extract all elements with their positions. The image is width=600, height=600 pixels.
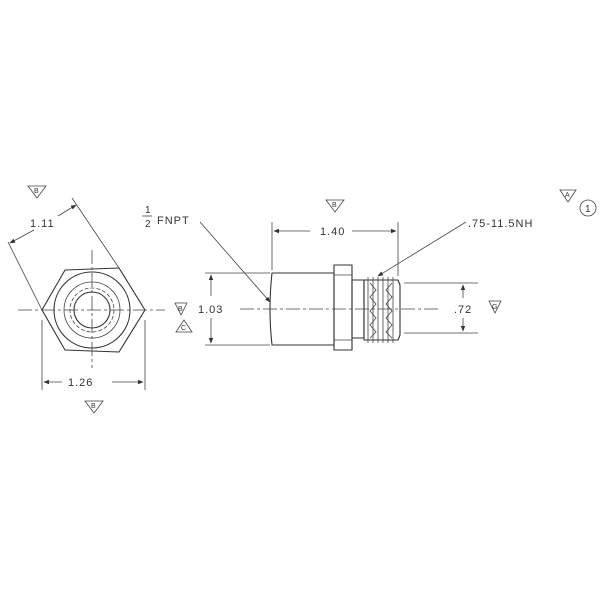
svg-text:B: B	[91, 403, 96, 410]
fnpt-leader	[199, 221, 271, 303]
fnpt-denominator: 2	[145, 219, 151, 230]
svg-text:A: A	[565, 192, 570, 199]
svg-text:B: B	[178, 306, 183, 313]
dim-length: 1.40	[320, 226, 345, 238]
fnpt-note: FNPT	[157, 215, 190, 227]
flag-g-right: G	[488, 300, 502, 314]
fnpt-numerator: 1	[145, 205, 151, 216]
threaded-end-outline	[363, 279, 401, 341]
dim-body-dia: 1.03	[198, 304, 223, 316]
flange-outline	[333, 264, 353, 351]
dim-across-corners: 1.26	[68, 377, 93, 389]
svg-text:1: 1	[585, 204, 591, 215]
revision-circle: 1	[579, 199, 597, 217]
end-view: 1.11 B 1.26 B B C	[7, 185, 193, 414]
dimension-line-1-11-left	[9, 229, 35, 244]
flag-b-top-side: B	[325, 199, 345, 213]
thread-leader	[377, 221, 467, 277]
svg-text:B: B	[34, 188, 39, 195]
side-view: 1.40 B 1.03 .72 G 1 2 FNPT .75-11.5NH	[142, 189, 597, 351]
body-outline	[269, 272, 335, 346]
flag-b-top-left: B	[27, 185, 47, 199]
flag-c-right: C	[175, 319, 193, 333]
extension-line	[71, 197, 120, 269]
svg-text:G: G	[492, 304, 497, 311]
extension-line	[7, 241, 43, 311]
thread-note: .75-11.5NH	[468, 218, 533, 230]
svg-text:C: C	[181, 325, 186, 332]
svg-text:B: B	[332, 202, 337, 209]
dim-across-flats: 1.11	[30, 218, 55, 230]
dimension-line-1-11-right	[57, 204, 77, 217]
flag-b-bottom: B	[84, 400, 104, 414]
thread-lines	[367, 277, 394, 343]
dim-thread-dia: .72	[454, 304, 472, 316]
flag-b-right: B	[174, 302, 188, 316]
flag-a-revision: A	[559, 189, 577, 203]
